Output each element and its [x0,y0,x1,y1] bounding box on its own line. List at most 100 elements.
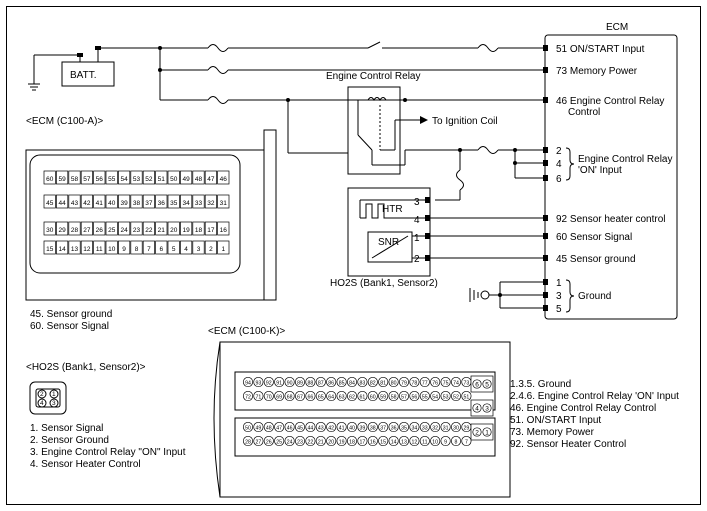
c100k-pin-label-69: 69 [276,395,282,401]
c100k-pin-58 [388,390,399,402]
c100k-pin-label-23: 23 [297,440,303,446]
c100k-pin-72 [242,390,254,402]
c100k-pin-77 [419,376,430,388]
c100k-pin-90 [284,376,295,388]
c100a-pin-label-36: 36 [158,200,166,207]
ecm-box [544,34,678,320]
c100a-pin-label-56: 56 [96,176,104,183]
c100a-pin-label-46: 46 [220,176,228,183]
ecm-pins: 51 ON/START Input 73 Memory Power 46 Eng… [543,44,673,315]
c100k-pin-27 [253,435,264,447]
c100a-pin-label-20: 20 [170,227,178,234]
c100a-pin-label-43: 43 [71,200,79,207]
c100k-pin-label-35: 35 [401,426,407,432]
c100k-pin-92 [263,376,274,388]
c100a-pin-40 [105,194,118,209]
c100a-pin-26 [93,221,106,236]
ecm-pin-6-label: 6 [556,174,562,185]
c100k-pin-label-92: 92 [266,381,272,387]
c100k-side-pin-1 [482,427,492,437]
c100k-pin-label-58: 58 [391,395,397,401]
c100k-pin-28 [242,435,254,447]
c100k-pin-25 [274,435,285,447]
c100a-pin-label-5: 5 [172,246,176,253]
diagram-frame [6,6,701,505]
c100k-pin-45 [294,421,306,433]
c100k-pin-85 [336,376,347,388]
c100k-side-pin-label-6: 6 [475,382,479,389]
c100k-pin-label-28: 28 [245,440,251,446]
c100k-side-pin-label-5: 5 [485,382,489,389]
c100a-pin-label-18: 18 [195,227,203,234]
c100k-pin-label-89: 89 [297,381,303,387]
c100a-pin-21 [155,221,168,236]
c100k-pin-88 [305,376,316,388]
c100a-pin-53 [130,170,143,185]
c100k-pin-label-47: 47 [276,426,282,432]
ecm-title: ECM [606,22,628,33]
c100a-pin-label-33: 33 [195,200,203,207]
c100k-side-pin-5 [482,379,492,389]
c100k-pin-label-67: 67 [297,395,303,401]
c100a-pin-label-25: 25 [108,227,116,234]
c100k-pin-64 [326,390,337,402]
c100k-pin-label-44: 44 [308,426,314,432]
c100a-pin-label-6: 6 [159,246,163,253]
c100a-pin-43 [68,194,81,209]
c100k-pin-8 [450,435,462,447]
c100k-pin-19 [336,435,347,447]
c100k-pin-53 [440,390,451,402]
c100a-pin-27 [80,221,93,236]
c100k-pin-label-7: 7 [465,440,468,446]
c100k-pin-label-55: 55 [422,395,428,401]
ho2s-legend-3: 4. Sensor Heater Control [30,459,141,470]
c100k-pin-87 [315,376,326,388]
c100a-pin-label-1: 1 [221,246,225,253]
c100a-pin-13 [68,240,81,255]
c100a-pin-7 [142,240,155,255]
c100a-pin-16 [217,221,230,236]
c100a-pin-15 [43,240,56,255]
c100k-pin-78 [409,376,420,388]
c100k-pin-67 [294,390,306,402]
c100a-pin-label-57: 57 [83,176,91,183]
c100a-pin-label-38: 38 [133,200,141,207]
c100k-pin-34 [409,421,420,433]
c100k-pin-label-70: 70 [266,395,272,401]
c100k-pin-label-42: 42 [328,426,334,432]
c100k-pin-label-16: 16 [370,440,376,446]
c100k-pin-label-86: 86 [328,381,334,387]
c100k-pin-71 [253,390,264,402]
c100k-pin-84 [346,376,358,388]
c100k-pin-label-21: 21 [318,440,324,446]
c100k-pin-32 [430,421,441,433]
c100k-pin-label-50: 50 [245,426,251,432]
c100k-pin-label-39: 39 [360,426,366,432]
c100k-pin-14 [388,435,399,447]
c100k-side-pin-label-4: 4 [475,406,479,413]
c100k-pin-label-11: 11 [422,440,427,446]
c100k-pin-label-51: 51 [464,395,470,401]
c100k-pin-41 [336,421,347,433]
c100k-pin-label-10: 10 [432,440,438,446]
c100k-pin-36 [388,421,399,433]
c100a-pin-label-7: 7 [147,246,151,253]
c100k-pin-17 [357,435,368,447]
c100k-pin-label-71: 71 [256,395,262,401]
ho2s-legend-1: 2. Sensor Ground [30,435,109,446]
ho2s-conn-title: <HO2S (Bank1, Sensor2)> [26,362,146,373]
c100a-pin-label-12: 12 [83,246,91,253]
c100a-pin-label-44: 44 [58,200,66,207]
c100k-pin-label-48: 48 [266,426,272,432]
c100a-pin-label-8: 8 [135,246,139,253]
c100k-pin-39 [357,421,368,433]
c100a-pin-8 [130,240,143,255]
c100k-pin-label-83: 83 [360,381,366,387]
c100k-pin-label-94: 94 [245,381,251,387]
c100a-pin-14 [56,240,69,255]
c100a-pin-56 [93,170,106,185]
battery-box [61,61,115,87]
c100a-pin-label-2: 2 [209,246,213,253]
